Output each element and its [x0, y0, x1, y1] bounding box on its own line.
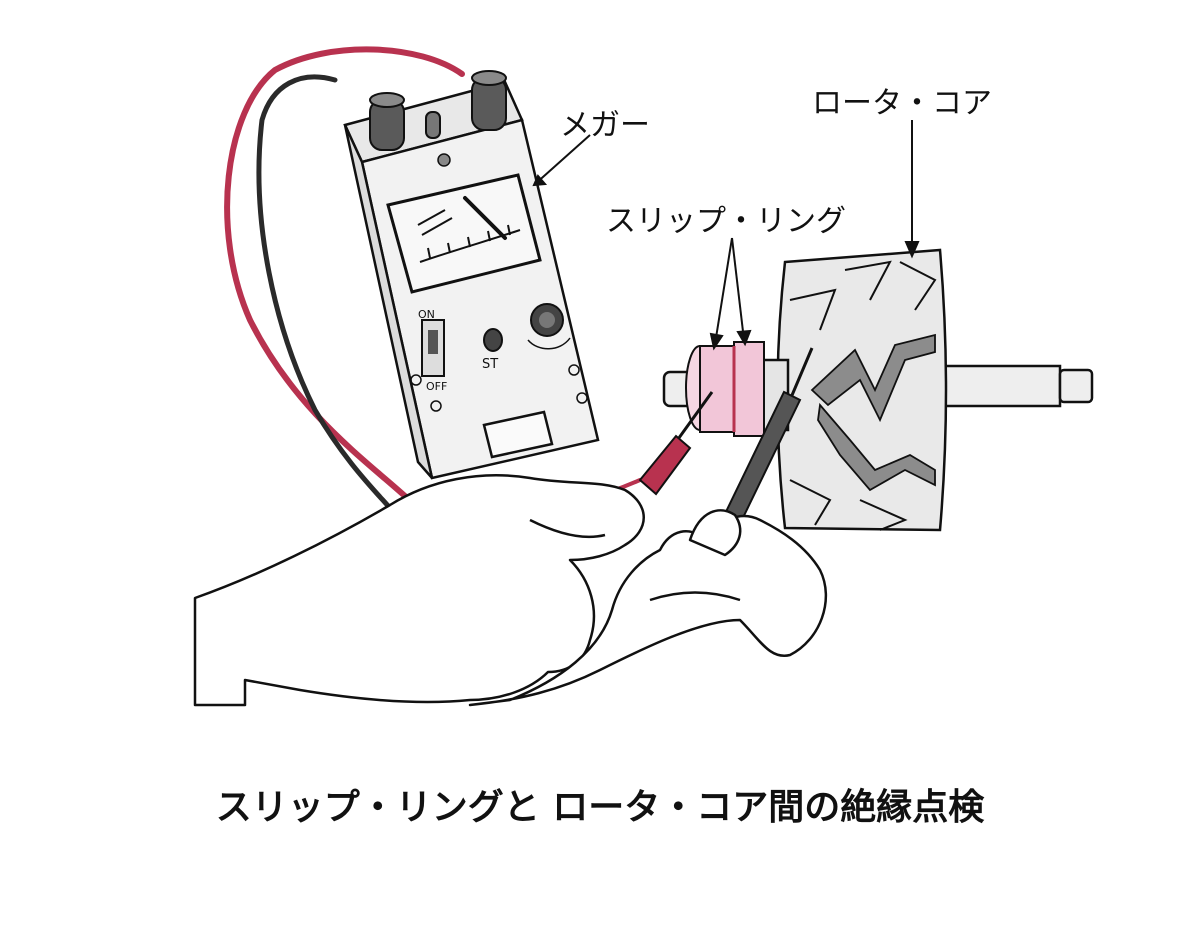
megger-st-label: ST [482, 357, 498, 372]
megger-meter-needle [463, 196, 507, 240]
callout-ring-arrowhead-1 [709, 332, 724, 351]
rotor-shaft-rear [938, 364, 1062, 408]
megger-switch-on-label: ON [418, 308, 435, 321]
megger-meter-window [386, 173, 542, 294]
megger-screw [576, 392, 588, 404]
megger-meter-scale [417, 209, 521, 263]
slip-ring-1 [699, 345, 735, 433]
rotor-core-groove [817, 402, 936, 492]
megger-indicator-lamp [437, 153, 451, 167]
megger-side-face [343, 124, 434, 479]
black-lead-wire [256, 74, 403, 523]
megger-screw [568, 364, 580, 376]
megger-lower-window [482, 410, 554, 459]
left-hand-finger-line [529, 518, 606, 539]
megger-switch-off-label: OFF [426, 380, 447, 393]
callout-core-arrowhead [904, 241, 920, 259]
megger-terminal-left [369, 92, 405, 151]
rotor-shaft-end [1058, 368, 1094, 404]
right-hand-thumb [688, 509, 742, 557]
label-rotor-core: ロータ・コア [812, 86, 992, 121]
megger: ON OFF ST [343, 70, 600, 480]
megger-terminal-right [471, 70, 507, 131]
red-lead-wire [224, 46, 465, 513]
callouts [532, 120, 920, 351]
callout-ring-line-1 [714, 237, 733, 345]
callout-megger-line [533, 134, 591, 186]
megger-screw [430, 400, 442, 412]
rotor-core-claws [789, 260, 937, 531]
megger-front-face [360, 118, 600, 480]
rotor [662, 248, 1094, 532]
probes [638, 347, 814, 530]
right-hand [468, 514, 828, 707]
left-hand [193, 474, 645, 707]
red-probe-tip [674, 391, 714, 443]
red-probe-handle [638, 434, 692, 496]
callout-ring-line-2 [731, 237, 745, 341]
hands [193, 474, 828, 707]
megger-guard-terminal [425, 111, 441, 139]
figure-caption: スリップ・リングと ロータ・コア間の絶縁点検 [215, 787, 985, 828]
megger-power-switch-knob [428, 330, 438, 354]
right-hand-knuckle-line [649, 591, 741, 602]
label-megger: メガー [560, 108, 650, 143]
megger-st-button [483, 328, 503, 352]
rotor-core-groove [810, 333, 936, 423]
callout-ring-arrowhead-2 [736, 329, 752, 347]
black-probe-tip [788, 347, 814, 401]
slip-rings [685, 341, 765, 437]
megger-screw [410, 374, 422, 386]
rotor-core [776, 248, 948, 532]
slip-ring-2 [733, 341, 765, 437]
megger-range-dial [527, 303, 571, 350]
callout-megger-arrowhead [532, 174, 548, 187]
label-slip-ring: スリップ・リング [606, 204, 846, 239]
